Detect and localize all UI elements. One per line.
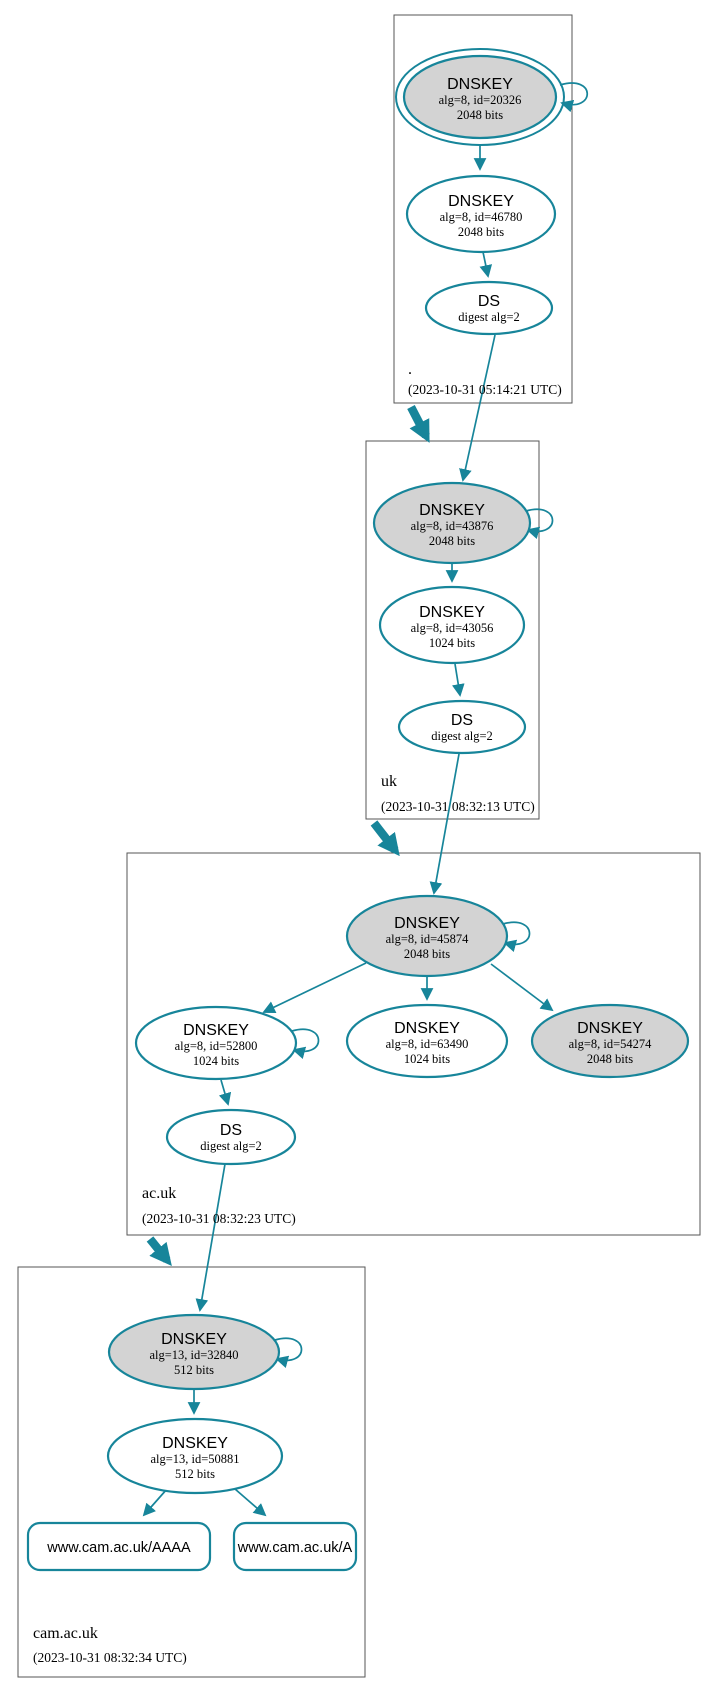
dnskey-title: DNSKEY xyxy=(162,1435,228,1452)
delegation-arrows xyxy=(146,405,430,1267)
self-sign-loop-ac-uk-zsk1 xyxy=(291,1028,320,1059)
rrset-node-www-aaaa[interactable] xyxy=(26,1521,212,1572)
dnskey-title: DNSKEY xyxy=(419,604,485,621)
dnskey-node-cam-ksk[interactable] xyxy=(107,1313,281,1391)
rrsig-edge-uk-zsk-ds xyxy=(451,663,465,697)
rrsig-edge-ac-uk-zsk-ds xyxy=(218,1079,232,1106)
dnskey-node-root-ksk[interactable] xyxy=(402,54,558,140)
dnskey-attrs: alg=13, id=50881 xyxy=(150,1452,239,1466)
dnskey-title: DNSKEY xyxy=(161,1331,227,1348)
dnskey-attrs: alg=8, id=54274 xyxy=(569,1037,653,1051)
rrsig-edge-root-zsk-ds xyxy=(479,251,493,278)
ds-title: DS xyxy=(478,293,500,310)
ds-attrs: digest alg=2 xyxy=(200,1139,262,1153)
dnskey-attrs: alg=8, id=45874 xyxy=(386,932,470,946)
zone-box-root xyxy=(393,14,573,404)
dnskey-title: DNSKEY xyxy=(448,193,514,210)
delegation-arrow-root-uk xyxy=(407,405,430,443)
dnskey-node-ac-uk-ksk2[interactable] xyxy=(530,1003,690,1079)
self-sign-loop-root-ksk xyxy=(559,82,588,113)
ds-ref-edge-root-to-uk xyxy=(459,334,496,482)
dnskey-node-uk-ksk[interactable] xyxy=(372,481,532,565)
dnskey-node-ac-uk-zsk2[interactable] xyxy=(345,1003,509,1079)
zone-timestamp: (2023-10-31 08:32:13 UTC) xyxy=(381,799,535,814)
dnskey-attrs: alg=8, id=20326 xyxy=(439,93,522,107)
dnskey-node-ac-uk-ksk[interactable] xyxy=(345,894,509,978)
rrsig-edge-cam-zsk-a xyxy=(234,1488,267,1517)
dnskey-node-ac-uk-zsk1[interactable] xyxy=(134,1005,298,1081)
dnskey-bits: 1024 bits xyxy=(193,1054,239,1068)
zone-label: ac.uk xyxy=(142,1185,176,1202)
dnskey-title: DNSKEY xyxy=(577,1020,643,1037)
delegation-arrow-uk-ac-uk xyxy=(370,820,400,857)
dnskey-attrs: alg=8, id=63490 xyxy=(386,1037,469,1051)
rrsig-edge-cam-zsk-aaaa xyxy=(142,1488,168,1517)
ds-title: DS xyxy=(220,1122,242,1139)
zone-label: uk xyxy=(381,773,397,790)
rrset-label: www.cam.ac.uk/A xyxy=(237,1540,353,1556)
ds-node-root[interactable] xyxy=(424,280,554,336)
dnskey-bits: 2048 bits xyxy=(587,1052,633,1066)
zone-root: DNSKEY alg=8, id=20326 2048 bits DNSKEY … xyxy=(395,48,565,397)
dnskey-node-root-zsk[interactable] xyxy=(405,174,557,254)
dnskey-bits: 2048 bits xyxy=(404,947,450,961)
self-sign-loop-cam-ksk xyxy=(274,1337,303,1368)
zone-timestamp: (2023-10-31 08:32:34 UTC) xyxy=(33,1650,187,1665)
dnskey-attrs: alg=8, id=52800 xyxy=(175,1039,258,1053)
dnskey-bits: 2048 bits xyxy=(457,108,503,122)
dnskey-bits: 512 bits xyxy=(175,1467,215,1481)
dnskey-bits: 2048 bits xyxy=(458,225,504,239)
zone-label: cam.ac.uk xyxy=(33,1625,98,1642)
dnskey-bits: 2048 bits xyxy=(429,534,475,548)
self-sign-loops xyxy=(274,82,588,1368)
trust-anchor-ring xyxy=(395,48,565,146)
zone-ac-uk: DNSKEY alg=8, id=45874 2048 bits DNSKEY … xyxy=(134,894,690,1226)
dnskey-bits: 1024 bits xyxy=(429,636,475,650)
dnskey-title: DNSKEY xyxy=(394,915,460,932)
dnskey-attrs: alg=8, id=43876 xyxy=(411,519,494,533)
dnskey-bits: 1024 bits xyxy=(404,1052,450,1066)
dnskey-bits: 512 bits xyxy=(174,1363,214,1377)
rrset-label: www.cam.ac.uk/AAAA xyxy=(46,1540,191,1556)
dnskey-title: DNSKEY xyxy=(394,1020,460,1037)
dnskey-node-uk-zsk[interactable] xyxy=(378,585,526,665)
ds-title: DS xyxy=(451,712,473,729)
zone-timestamp: (2023-10-31 05:14:21 UTC) xyxy=(408,382,562,397)
dnskey-attrs: alg=8, id=43056 xyxy=(411,621,494,635)
dnskey-attrs: alg=8, id=46780 xyxy=(440,210,523,224)
zone-box-cam-ac-uk xyxy=(17,1266,366,1678)
ds-attrs: digest alg=2 xyxy=(458,310,520,324)
dnskey-attrs: alg=13, id=32840 xyxy=(149,1348,238,1362)
self-sign-loop-uk-ksk xyxy=(525,508,554,539)
dnskey-title: DNSKEY xyxy=(183,1022,249,1039)
rrsig-edge-ac-uk-ksk-ksk2 xyxy=(490,963,554,1012)
ds-attrs: digest alg=2 xyxy=(431,729,493,743)
ds-ref-edge-uk-to-ac-uk xyxy=(429,753,460,895)
ds-node-ac-uk[interactable] xyxy=(165,1108,297,1166)
zone-uk: DNSKEY alg=8, id=43876 2048 bits DNSKEY … xyxy=(372,481,535,814)
ds-ref-edge-ac-uk-to-cam xyxy=(195,1163,226,1312)
zone-cam-ac-uk: DNSKEY alg=13, id=32840 512 bits DNSKEY … xyxy=(26,1313,358,1665)
self-sign-loop-ac-uk-ksk xyxy=(502,921,531,952)
zone-label: . xyxy=(408,361,412,378)
zone-box-ac-uk xyxy=(126,852,701,1236)
dnskey-node-cam-zsk[interactable] xyxy=(106,1417,284,1495)
zone-timestamp: (2023-10-31 08:32:23 UTC) xyxy=(142,1211,296,1226)
edges xyxy=(142,146,554,1517)
dnskey-title: DNSKEY xyxy=(419,502,485,519)
ds-node-uk[interactable] xyxy=(397,699,527,755)
dnskey-title: DNSKEY xyxy=(447,76,513,93)
rrsig-edge-ac-uk-ksk-zsk1 xyxy=(262,962,367,1014)
rrset-node-www-a[interactable] xyxy=(232,1521,358,1572)
zone-box-uk xyxy=(365,440,540,820)
delegation-arrow-ac-uk-cam xyxy=(146,1236,172,1267)
